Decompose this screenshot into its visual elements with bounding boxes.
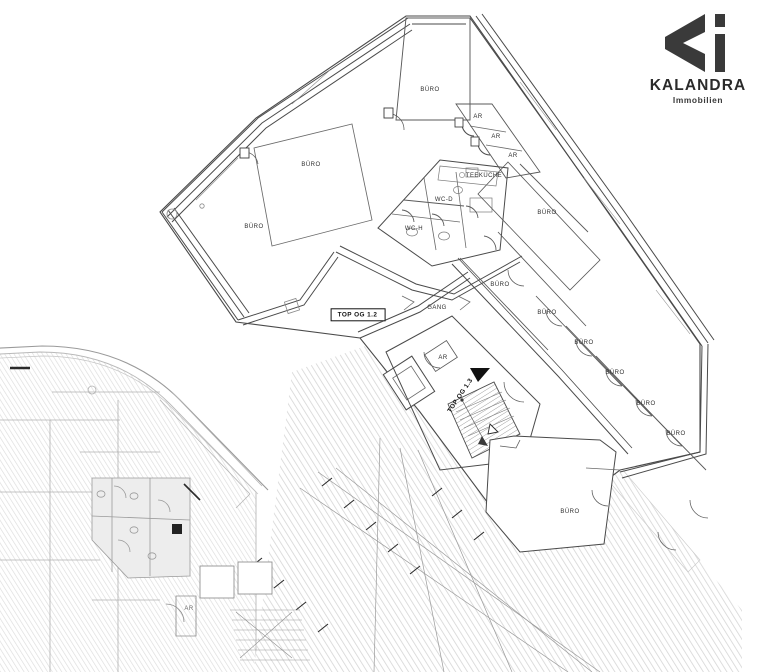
- door-swings-left-wing: [239, 107, 405, 165]
- logo-brand-subtitle: Immobilien: [672, 94, 724, 105]
- door-swings-right-offices: [507, 269, 709, 551]
- left-hatch-edges: [159, 391, 263, 509]
- dimension-ticks: [251, 477, 485, 633]
- walls-top-cluster: [395, 17, 541, 179]
- corridor-gang: [335, 245, 523, 339]
- kalandra-k-i-mark-icon: [665, 14, 725, 72]
- walls-left-wing: [161, 17, 413, 326]
- diagonal-circulation-lines: [299, 437, 601, 672]
- bottom-centre-office: [485, 435, 621, 553]
- right-office-row: [451, 13, 715, 479]
- neighbour-sanitary-core: [91, 477, 201, 579]
- sanitary-core: [377, 159, 509, 267]
- hatched-neighbour-areas: [0, 318, 742, 672]
- logo-brand-name: KALANDRA: [649, 77, 747, 94]
- brand-logo: KALANDRA Immobilien: [642, 12, 754, 104]
- unit-tag: TOP OG 1.2: [330, 308, 386, 322]
- neighbour-stair-lift: [165, 561, 310, 661]
- columns-left-wing: [166, 203, 301, 315]
